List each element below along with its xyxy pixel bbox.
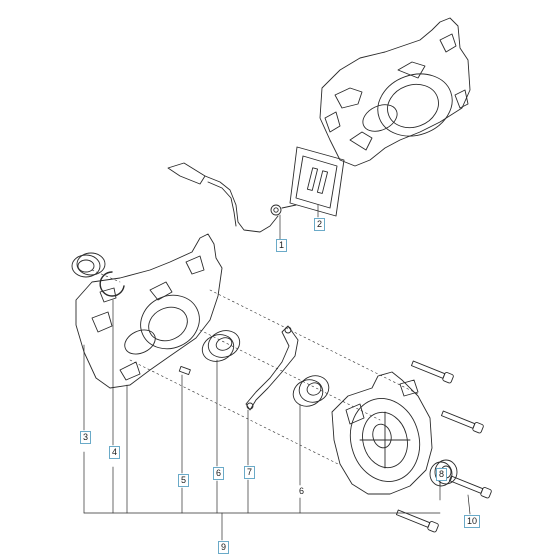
bearing-right-part-6 — [292, 375, 330, 407]
dowel-pin-part-5 — [178, 365, 191, 375]
callout-1[interactable]: 1 — [276, 239, 288, 252]
callout-5[interactable]: 5 — [178, 474, 190, 487]
crankcase-half-lower-right — [331, 371, 433, 495]
callout-7[interactable]: 7 — [244, 466, 256, 479]
callout-2[interactable]: 2 — [314, 218, 326, 231]
callout-leader-lines — [83, 204, 471, 541]
callout-9[interactable]: 9 — [218, 541, 230, 554]
circlip-part-4 — [99, 271, 125, 297]
callout-4[interactable]: 4 — [109, 446, 121, 459]
sensor-cable-part-1 — [167, 162, 297, 233]
gasket-plate-part-2 — [289, 146, 345, 217]
callout-10[interactable]: 10 — [464, 515, 481, 528]
callout-6-bearing-right: 6 — [299, 486, 305, 496]
assembly-axis-lines — [91, 269, 421, 466]
screws-part-10 — [395, 360, 492, 533]
oil-seal-left — [71, 252, 106, 278]
crankcase-half-lower-left — [75, 233, 223, 389]
bearing-left-part-6 — [201, 330, 241, 362]
callout-3[interactable]: 3 — [80, 431, 92, 444]
callout-8[interactable]: 8 — [436, 468, 448, 481]
gasket-part-7 — [245, 325, 299, 411]
crankcase-half-upper — [319, 17, 471, 167]
callout-6-bearing-left[interactable]: 6 — [213, 467, 225, 480]
